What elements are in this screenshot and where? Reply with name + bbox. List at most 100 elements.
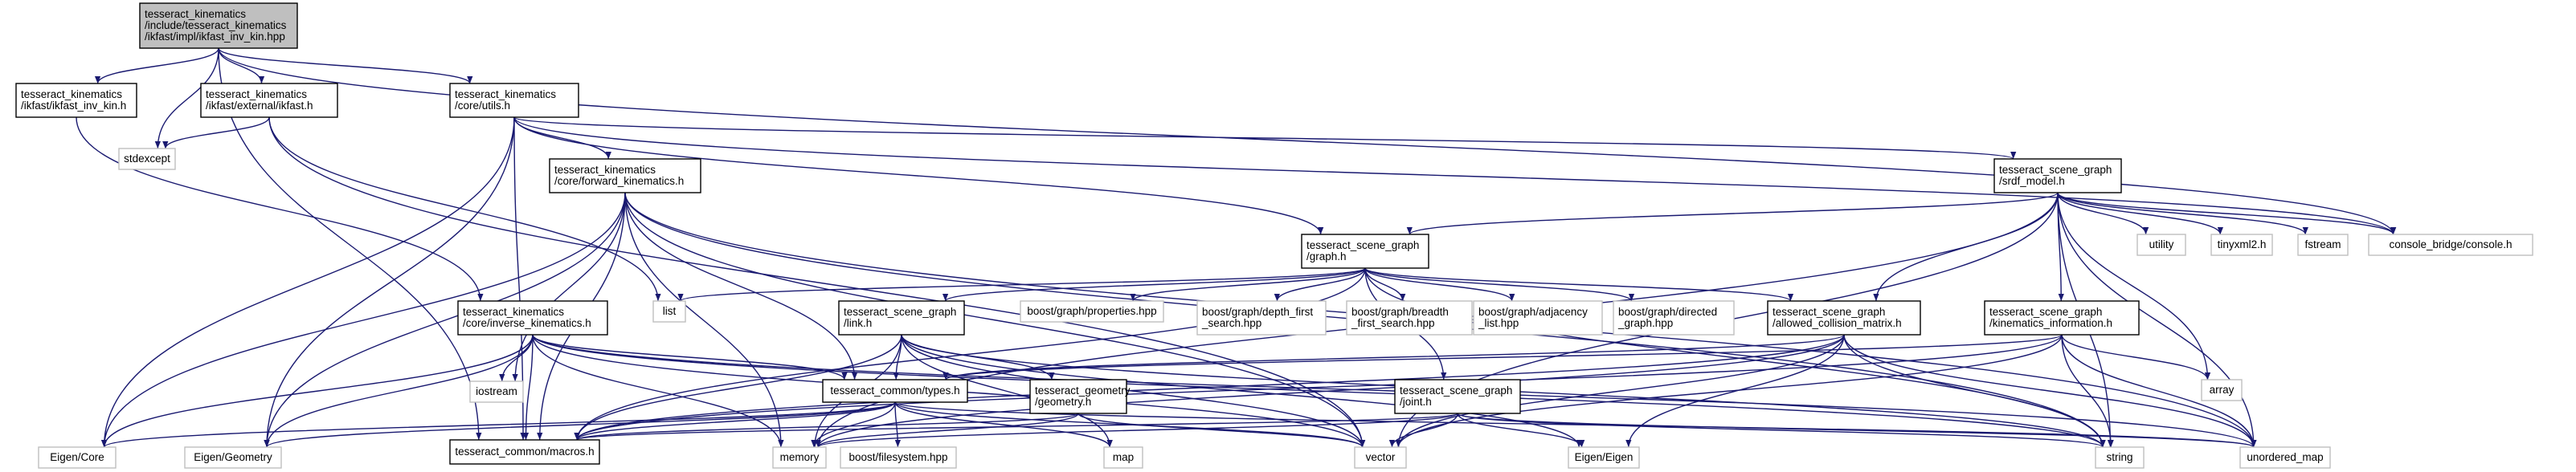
node-label-line: boost/graph/directed (1618, 306, 1717, 318)
node-label-line: iostream (476, 385, 517, 397)
edge-external_ikfast_h-to-stdexcept (162, 116, 270, 149)
edge-geometry_h-to-macros_h (574, 413, 1079, 441)
edge-allowed_collision_matrix_h-to-common_types_h (942, 334, 1845, 380)
node-eigen-core: Eigen/Core (38, 446, 117, 469)
edge-joint_h-to-vector (1388, 413, 1458, 448)
node-ikfast-inv-kin-hpp: tesseract_kinematics/include/tesseract_k… (139, 2, 298, 49)
node-box (1984, 300, 2140, 336)
edge-forward_kinematics_h-to-iostream (512, 192, 626, 382)
node-label-line: tesseract_kinematics (145, 8, 246, 20)
node-macros-h[interactable]: tesseract_common/macros.h (449, 439, 600, 465)
node-label-line: boost/graph/adjacency (1478, 306, 1588, 318)
edge-srdf_model_h-to-tinyxml2_h (2057, 192, 2223, 235)
node-box (2297, 234, 2349, 256)
node-geometry-h[interactable]: tesseract_geometry/geometry.h (1029, 379, 1131, 414)
edge-kinematics_information_h-to-array (2061, 334, 2211, 380)
edge-common_types_h-to-map (894, 401, 1113, 448)
edge-ikfast_inv_kin_hpp-to-stdexcept (154, 47, 219, 149)
edge-kinematics_information_h-to-string (2061, 334, 2114, 448)
node-joint-h[interactable]: tesseract_scene_graph/joint.h (1394, 379, 1521, 414)
node-label-line: tesseract_common/macros.h (455, 446, 594, 458)
node-srdf-model-h[interactable]: tesseract_scene_graph/srdf_model.h (1993, 158, 2122, 193)
edge-srdf_model_h-to-array (2057, 192, 2211, 380)
node-label-line: /ikfast/impl/ikfast_inv_kin.hpp (145, 31, 285, 43)
node-label-line: tesseract_scene_graph (1306, 239, 1419, 251)
node-label-line: /graph.h (1306, 250, 1347, 262)
node-allowed-collision-matrix-h[interactable]: tesseract_scene_graph/allowed_collision_… (1767, 300, 1921, 336)
edge-joint_h-to-memory (815, 413, 1458, 448)
node-box (139, 2, 298, 49)
node-label-line: tinyxml2.h (2218, 238, 2267, 250)
node-link-h[interactable]: tesseract_scene_graph/link.h (838, 300, 965, 336)
edge-ikfast_inv_kin_hpp-to-console_h (218, 47, 2396, 235)
node-box (1993, 158, 2122, 193)
node-box (15, 83, 137, 118)
node-label-line: /kinematics_information.h (1989, 317, 2112, 329)
node-bg-dfs: boost/graph/depth_first_search.hpp (1196, 300, 1327, 336)
edge-graph_h-to-allowed_collision_matrix_h (1364, 267, 1793, 302)
node-label-line: _first_search.hpp (1351, 317, 1435, 329)
edge-forward_kinematics_h-to-common_types_h (624, 192, 858, 380)
node-kinematics-information-h[interactable]: tesseract_scene_graph/kinematics_informa… (1984, 300, 2140, 336)
edge-external_ikfast_h-to-list (268, 116, 661, 302)
node-array: array (2201, 379, 2243, 401)
node-label-line: _graph.hpp (1617, 317, 1673, 329)
edge-allowed_collision_matrix_h-to-memory (815, 334, 1845, 448)
edge-common_types_h-to-eigen_core (101, 401, 896, 448)
node-label-line: tesseract_scene_graph (1773, 306, 1885, 318)
node-label-line: array (2210, 384, 2235, 396)
node-ikfast-inv-kin-h[interactable]: tesseract_kinematics/ikfast/ikfast_inv_k… (15, 83, 137, 118)
edge-common_types_h-to-macros_h (574, 401, 896, 441)
node-list: list (652, 300, 686, 323)
node-label-line: Eigen/Core (50, 451, 104, 463)
edge-ikfast_inv_kin_hpp-to-ikfast_inv_kin_h (95, 47, 219, 84)
edge-inverse_kinematics_h-to-memory (532, 334, 784, 448)
node-label-line: tesseract_scene_graph (844, 306, 956, 318)
node-tinyxml2-h: tinyxml2.h (2210, 234, 2273, 256)
node-box (1473, 300, 1603, 336)
node-box (549, 158, 701, 193)
node-fstream: fstream (2297, 234, 2349, 256)
node-core-utils-h[interactable]: tesseract_kinematics/core/utils.h (449, 83, 579, 118)
edge-core_utils_h-to-console_h (513, 116, 2396, 235)
node-label-line: tesseract_kinematics (554, 164, 656, 176)
node-label-line: /core/inverse_kinematics.h (463, 317, 591, 329)
edge-joint_h-to-eigen_eigen (1457, 413, 1585, 448)
edge-graph_h-to-bg_properties (1130, 267, 1366, 302)
node-inverse-kinematics-h[interactable]: tesseract_kinematics/core/inverse_kinema… (457, 300, 608, 336)
node-graph-h[interactable]: tesseract_scene_graph/graph.h (1301, 234, 1429, 269)
node-box (2095, 446, 2145, 469)
edge-forward_kinematics_h-to-vector (624, 192, 1366, 448)
node-box (2136, 234, 2186, 256)
edge-inverse_kinematics_h-to-eigen_geometry (264, 334, 534, 448)
node-box (838, 300, 965, 336)
node-box (200, 83, 338, 118)
node-box (1029, 379, 1127, 414)
node-box (1301, 234, 1429, 269)
edge-forward_kinematics_h-to-eigen_geometry (264, 192, 626, 448)
node-label-line: /link.h (844, 317, 872, 329)
node-map: map (1103, 446, 1143, 469)
node-box (469, 380, 524, 403)
node-forward-kinematics-h[interactable]: tesseract_kinematics/core/forward_kinema… (549, 158, 701, 193)
node-label-line: boost/graph/breadth (1351, 306, 1449, 318)
edge-allowed_collision_matrix_h-to-macros_h (574, 334, 1845, 441)
node-label-line: tesseract_common/types.h (830, 385, 959, 397)
node-stdexcept: stdexcept (118, 148, 176, 170)
node-label-line: /allowed_collision_matrix.h (1773, 317, 1902, 329)
edge-inverse_kinematics_h-to-common_types_h (532, 334, 848, 380)
node-label-line: /include/tesseract_kinematics (145, 19, 287, 31)
edge-srdf_model_h-to-console_h (2057, 192, 2397, 235)
edge-link_h-to-eigen_eigen (901, 334, 1582, 448)
edge-core_utils_h-to-eigen_core (101, 116, 515, 448)
node-external-ikfast-h[interactable]: tesseract_kinematics/ikfast/external/ikf… (200, 83, 338, 118)
edge-ikfast_inv_kin_h-to-inverse_kinematics_h (76, 116, 484, 302)
edge-kinematics_information_h-to-common_types_h (942, 334, 2063, 380)
edge-common_types_h-to-eigen_geometry (264, 401, 896, 448)
node-box (1613, 300, 1735, 336)
node-common-types-h[interactable]: tesseract_common/types.h (822, 379, 968, 403)
edge-graph_h-to-bg_dfs (1274, 267, 1366, 302)
edge-external_ikfast_h-to-vector (268, 116, 1366, 448)
node-box (2201, 379, 2243, 401)
node-label-line: _search.hpp (1201, 317, 1261, 329)
